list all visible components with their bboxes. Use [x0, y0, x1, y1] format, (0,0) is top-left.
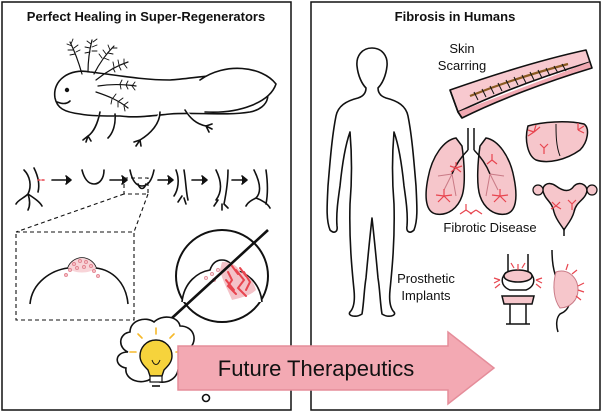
prosthetic-label-line1: Prosthetic: [397, 271, 455, 286]
knee-implant-icon: [493, 254, 543, 325]
zoom-lines: [15, 177, 149, 321]
right-panel-title: Fibrosis in Humans: [395, 9, 516, 24]
gill-icon: [66, 38, 137, 112]
liver-icon: [525, 121, 589, 163]
blastema-icon: [29, 257, 129, 305]
fibrotic-disease-label: Fibrotic Disease: [443, 220, 536, 235]
axolotl-icon: [54, 67, 277, 147]
breast-implant-icon: [551, 249, 585, 333]
scar-icon: [449, 49, 593, 119]
prosthetic-label-line2: Implants: [401, 288, 451, 303]
skin-label-line2: Scarring: [438, 58, 486, 73]
no-fibrosis-icon: [171, 229, 269, 323]
arrow-label: Future Therapeutics: [218, 356, 414, 381]
limb-regrowth-icon: [15, 167, 271, 211]
lightbulb-icon: [129, 327, 183, 387]
human-body-icon: [326, 47, 418, 317]
lungs-icon: [425, 128, 517, 216]
uterus-icon: [532, 182, 598, 236]
left-panel-title: Perfect Healing in Super-Regenerators: [27, 9, 265, 24]
skin-label-line1: Skin: [449, 41, 474, 56]
future-therapeutics-arrow: Future Therapeutics: [177, 330, 496, 406]
